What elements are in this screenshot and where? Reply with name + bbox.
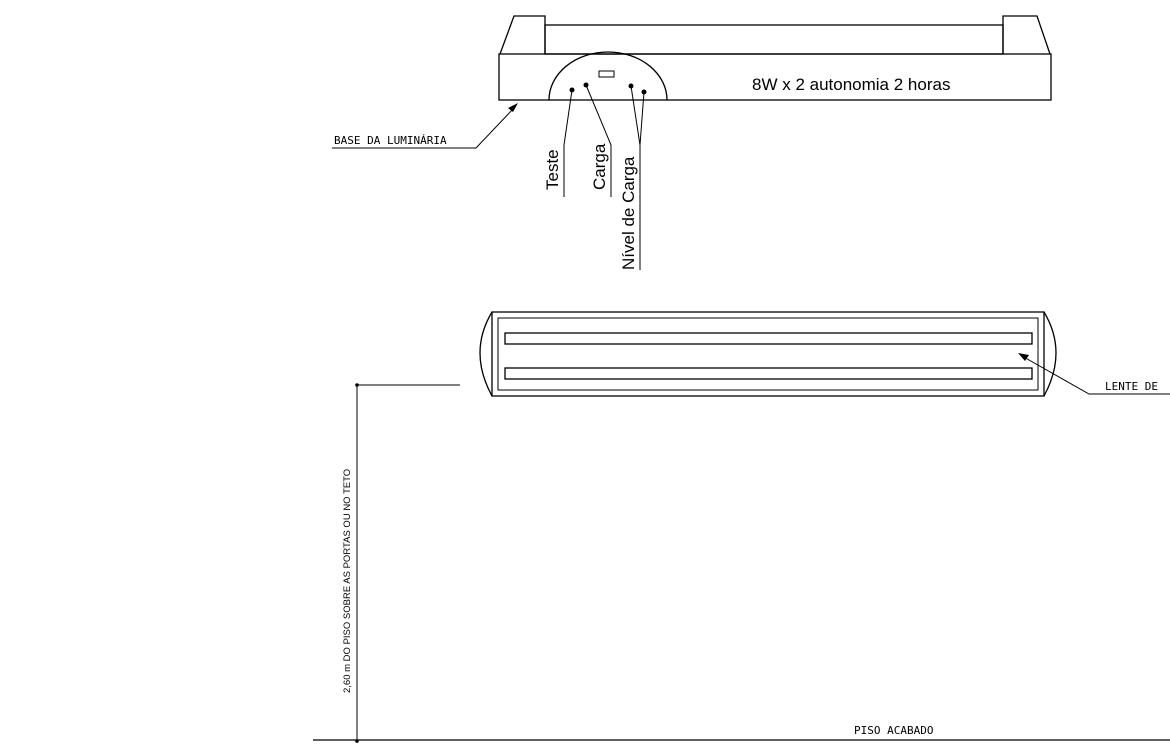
dimension-text: 2,60 m DO PISO SOBRE AS PORTAS OU NO TET… [342, 469, 353, 693]
right-end-cap [1002, 15, 1051, 55]
label-lens: LENTE DE [1105, 380, 1158, 393]
level-leader-1 [630, 85, 641, 146]
luminaire-lens-view [479, 311, 1057, 397]
lens-inner-frame [497, 317, 1039, 391]
test-leader [563, 89, 573, 197]
level-leader-2 [639, 91, 645, 270]
base-leader [332, 103, 518, 149]
lens-left-end [479, 311, 493, 397]
lamp-tube-2 [504, 367, 1033, 380]
lens-right-end [1043, 311, 1057, 397]
base-body [498, 53, 1052, 101]
lens-outer-frame [491, 311, 1045, 397]
label-charge-level: Nível de Carga [619, 156, 638, 270]
label-charge: Carga [590, 143, 609, 190]
label-floor: PISO ACABADO [854, 724, 933, 737]
spec-text: 8W x 2 autonomia 2 horas [752, 75, 950, 94]
switch-rect [598, 70, 615, 78]
lens-leader [1018, 353, 1170, 395]
lamp-tube-1 [504, 332, 1033, 345]
label-base: BASE DA LUMINÁRIA [334, 134, 447, 147]
label-test: Teste [543, 149, 562, 190]
top-bar [544, 24, 1004, 55]
luminaire-base [498, 15, 1052, 270]
left-end-cap [499, 15, 546, 55]
charge-leader [585, 84, 612, 197]
indicator-panel [548, 51, 668, 101]
height-dimension [355, 383, 460, 743]
